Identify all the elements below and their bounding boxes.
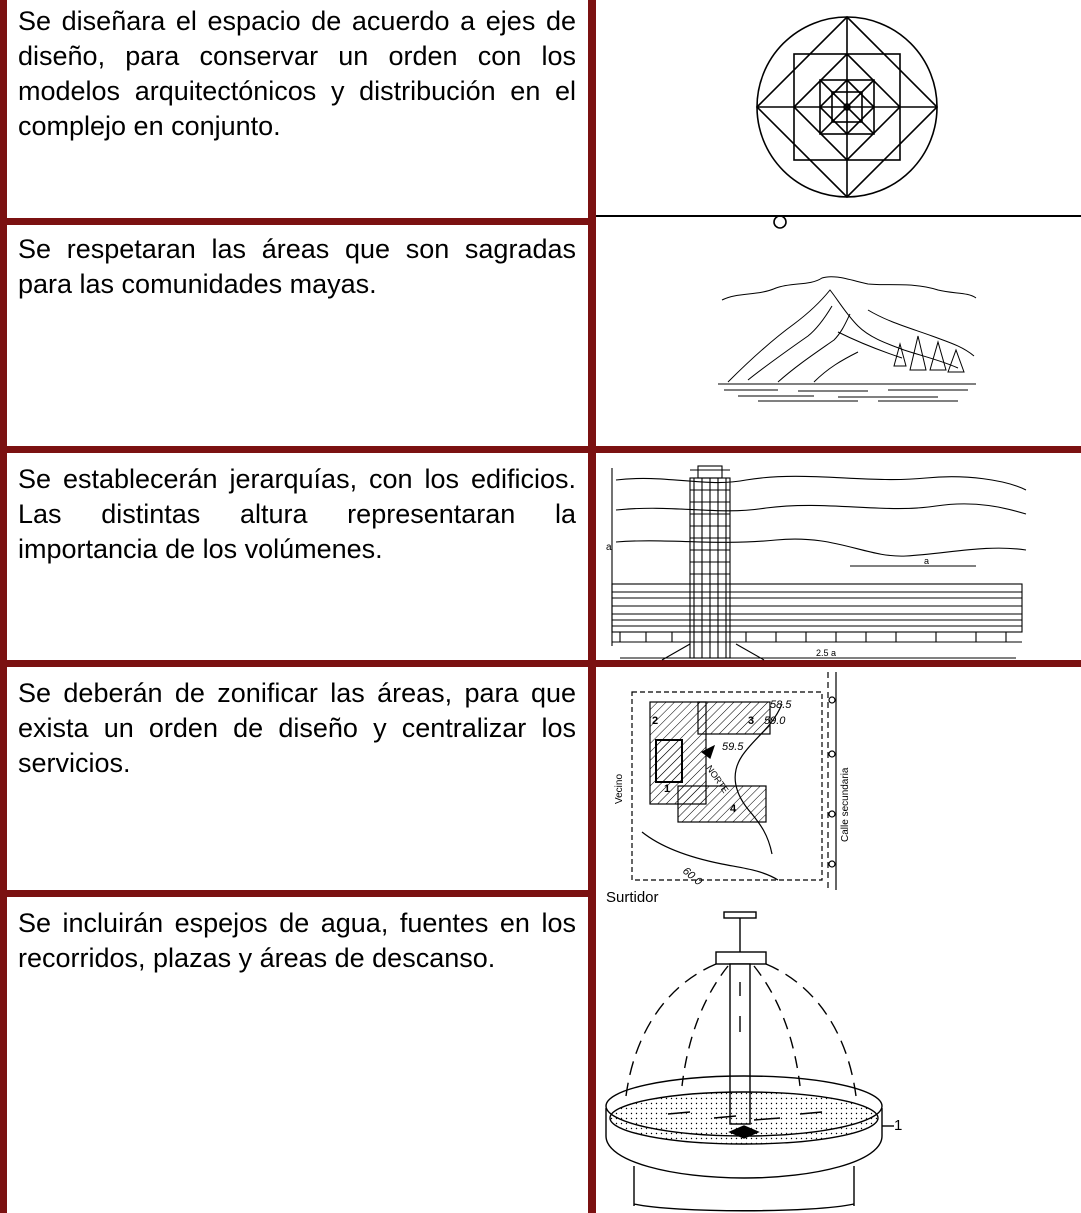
concentric-geometry-drawing — [752, 12, 942, 232]
row-divider — [0, 660, 1081, 667]
zone-2-label: 2 — [652, 715, 658, 727]
row-divider — [0, 218, 596, 225]
mountain-landscape-drawing — [718, 270, 978, 402]
table-left-border — [0, 0, 7, 1213]
row-2-text: Se respetaran las áreas que son sagradas… — [18, 234, 576, 299]
neighbor-label: Vecino — [614, 774, 625, 804]
dim-a-top-label: a — [924, 556, 929, 566]
zone-4-label: 4 — [730, 803, 737, 815]
street-label: Calle secundaria — [840, 767, 851, 842]
contour-58-5-label: 58.5 — [770, 699, 792, 711]
fountain-title-label: Surtidor — [606, 889, 659, 906]
row-5-text: Se incluirán espejos de agua, fuentes en… — [18, 908, 576, 973]
fountain-drawing: Surtidor 1 — [604, 886, 944, 1213]
contour-59-0-label: 59.0 — [764, 715, 786, 727]
row-divider — [0, 890, 596, 897]
fountain-callout-label: 1 — [894, 1117, 902, 1134]
row-4-text: Se deberán de zonificar las áreas, para … — [18, 678, 576, 778]
row-divider — [0, 446, 1081, 453]
dim-a-side-label: a — [606, 542, 612, 553]
tower-building-elevation: a a 2.5 a — [606, 460, 1036, 661]
site-zoning-plan: 2 3 1 4 58.5 59.0 59.5 60.0 NORTE Vecino… — [602, 664, 852, 894]
row-1-baseline — [596, 215, 1081, 217]
contour-59-5-label: 59.5 — [722, 741, 744, 753]
row-3-text: Se establecerán jerarquías, con los edif… — [18, 464, 576, 564]
row-1-text: Se diseñara el espacio de acuerdo a ejes… — [18, 6, 576, 141]
table-column-divider — [588, 0, 596, 1213]
dim-bottom-label: 2.5 a — [816, 648, 836, 658]
zone-3-label: 3 — [748, 715, 754, 727]
zone-1-label: 1 — [664, 783, 670, 795]
